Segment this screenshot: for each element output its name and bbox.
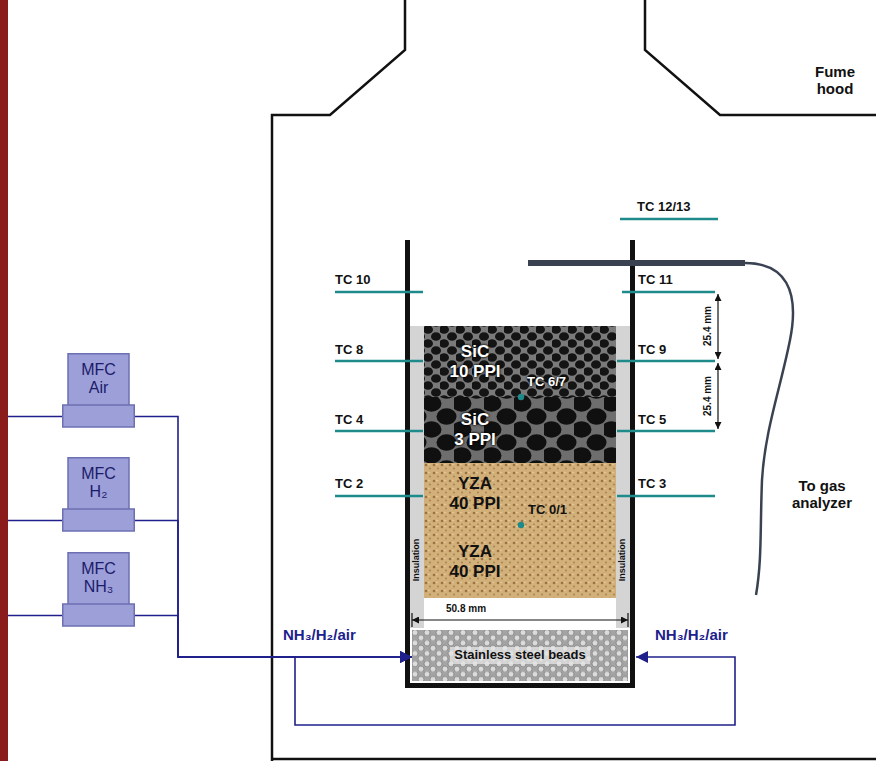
controller-base <box>63 604 135 626</box>
thermocouple-line <box>335 430 423 433</box>
controller-base <box>63 509 135 531</box>
dimension-label: 25.4 mm <box>702 306 713 346</box>
gas-feed-line <box>135 417 412 658</box>
fume-hood-outline <box>272 758 876 761</box>
thermocouple-label: TC 5 <box>638 413 666 427</box>
material-fill <box>424 525 616 598</box>
outlet-label: To gas analyzer <box>776 478 868 511</box>
thermocouple-label: TC 3 <box>638 477 666 491</box>
bead-bed: Stainless steel beads <box>412 630 628 681</box>
supply-line <box>8 520 62 522</box>
thermocouple-line <box>622 291 715 294</box>
thermocouple-label: TC 0/1 <box>528 503 567 517</box>
thermocouple-label: TC 12/13 <box>637 200 690 214</box>
dimension-label: 25.4 mm <box>702 376 713 416</box>
thermocouple-tip <box>518 522 524 528</box>
controller-name: MFC H₂ <box>81 465 116 502</box>
gas-feed-line <box>135 616 412 658</box>
thermocouple-line <box>617 430 715 433</box>
controller-box <box>68 458 129 510</box>
controller-box <box>68 553 129 605</box>
insulation-label: Insulation <box>618 539 628 582</box>
thermocouple-label: TC 10 <box>335 273 370 287</box>
layer-name: Stainless steel beads <box>450 647 590 664</box>
controller-name: MFC NH₃ <box>81 560 116 597</box>
thermocouple-label: TC 2 <box>335 477 363 491</box>
thermocouple-line <box>620 218 718 221</box>
flow-controller: MFC NH₃ <box>62 552 135 627</box>
dimension-arrow <box>717 294 718 359</box>
sample-tube <box>745 263 793 595</box>
controller-box <box>68 354 129 406</box>
thermocouple-label: TC 6/7 <box>527 375 566 389</box>
thermocouple-line <box>335 495 423 498</box>
burner-vessel <box>408 240 633 686</box>
controller-base <box>63 405 135 427</box>
layer-name: SiC 10 PPI <box>427 342 523 381</box>
material-fill <box>424 397 616 463</box>
thermocouple-label: TC 9 <box>638 343 666 357</box>
thermocouple-line <box>335 291 423 294</box>
flow-controller: MFC H₂ <box>62 457 135 532</box>
foam-layer: SiC 10 PPI <box>424 326 616 397</box>
gas-feed-line <box>135 521 412 658</box>
dimension-tick <box>412 613 628 627</box>
fume-hood-outline <box>272 0 405 761</box>
gas-mixture-label: NH₃/H₂/air <box>283 627 356 644</box>
foam-layer: SiC 3 PPI <box>424 397 616 463</box>
controller-name: MFC Air <box>81 361 116 398</box>
supply-line <box>8 416 62 418</box>
thermocouple-label: TC 4 <box>335 413 363 427</box>
layer-name: SiC 3 PPI <box>427 410 523 449</box>
flow-controller: MFC Air <box>62 353 135 428</box>
material-texture <box>424 397 616 463</box>
foam-layer: YZA 40 PPI <box>424 463 616 525</box>
layer-name: YZA 40 PPI <box>427 474 523 513</box>
dimension-arrow <box>717 363 718 429</box>
side-bar <box>0 0 8 761</box>
insulation-strip <box>616 326 630 628</box>
thermocouple-line <box>335 360 423 363</box>
fume-hood-outline <box>645 0 876 115</box>
thermocouple-line <box>617 360 715 363</box>
dimension-label: 50.8 mm <box>446 603 486 614</box>
insulation-label: Insulation <box>412 539 422 582</box>
thermocouple-tip <box>518 394 524 400</box>
insulation-strip <box>410 326 424 628</box>
material-fill <box>424 463 616 525</box>
material-fill <box>412 630 628 681</box>
layer-name: YZA 40 PPI <box>427 542 523 581</box>
foam-layer: YZA 40 PPI <box>424 525 616 598</box>
thermocouple-label: TC 8 <box>335 343 363 357</box>
thermocouple-label: TC 11 <box>638 273 673 287</box>
thermocouple-line <box>617 495 715 498</box>
fume-hood-label: Fume hood <box>806 64 864 97</box>
gas-mixture-label: NH₃/H₂/air <box>655 627 728 644</box>
supply-line <box>8 615 62 617</box>
sampling-probe <box>528 260 745 266</box>
dimension-arrow <box>412 619 628 620</box>
material-fill <box>424 326 616 397</box>
